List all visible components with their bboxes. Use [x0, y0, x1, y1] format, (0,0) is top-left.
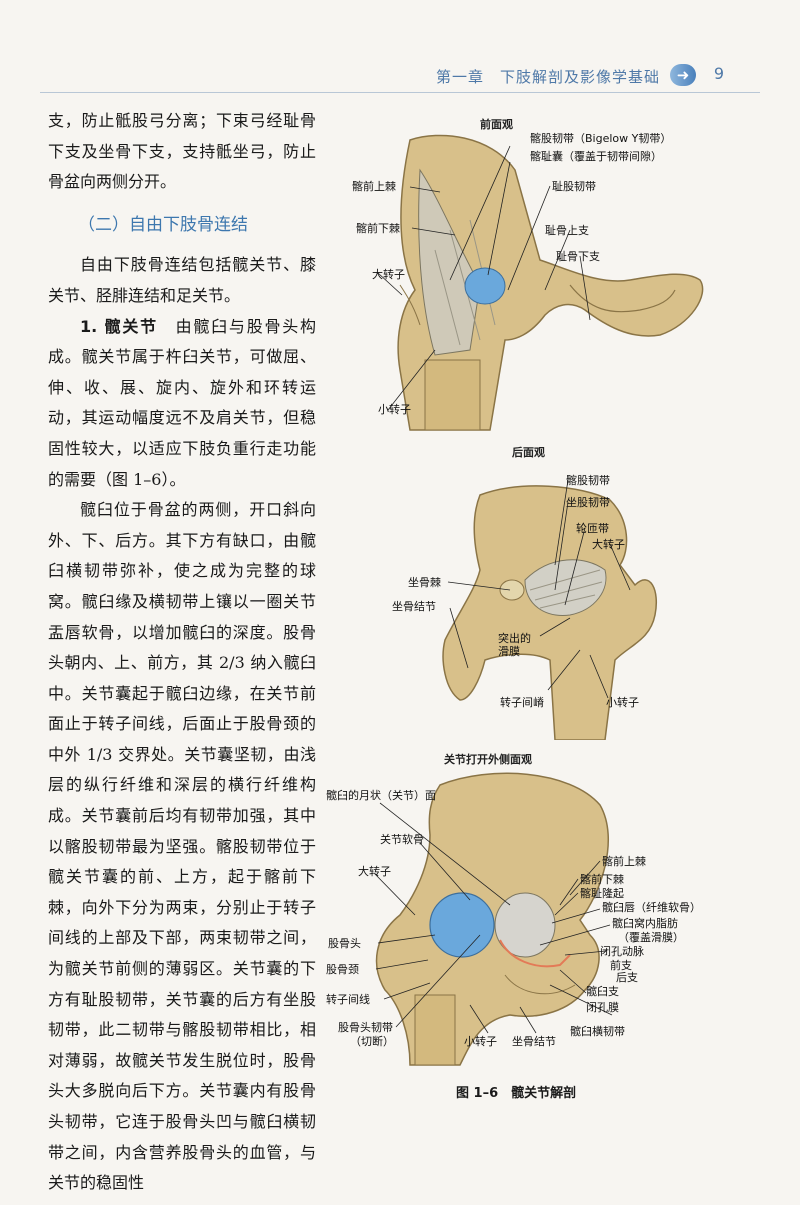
- label-acetabular-fat-pad-note: （覆盖滑膜）: [618, 931, 684, 944]
- anterior-hip-illustration: [377, 134, 704, 431]
- section-heading: （二）自由下肢骨连结: [78, 214, 248, 235]
- label-aiis-lateral: 髂前下棘: [580, 873, 624, 886]
- posterior-view-figure: 后面观 髂股韧带 坐股韧带 轮匝带 大转子 坐骨棘 坐骨结节 突出的 滑膜 转子…: [380, 440, 700, 740]
- label-asis-lateral: 髂前上棘: [602, 855, 646, 868]
- label-ischial-tuberosity-lateral: 坐骨结节: [512, 1035, 556, 1048]
- label-obturator-artery: 闭孔动脉: [600, 945, 644, 958]
- label-anterior-branch: 前支: [610, 959, 632, 972]
- arrow-right-icon: ➜: [670, 64, 696, 86]
- chapter-title: 第一章 下肢解剖及影像学基础: [435, 68, 660, 86]
- posterior-view-title: 后面观: [512, 446, 545, 459]
- posterior-hip-illustration: [442, 479, 657, 740]
- page-number: 9: [713, 64, 724, 83]
- label-ligament-of-head-cut: （切断）: [350, 1035, 394, 1048]
- label-ligament-of-head: 股骨头韧带: [338, 1021, 393, 1034]
- lateral-hip-illustration: [373, 772, 613, 1066]
- label-protruding-synovium: 突出的 滑膜: [498, 632, 531, 658]
- paragraph-3: 1. 髋关节 由髋臼与股骨头构成。髋关节属于杵臼关节，可做屈、伸、收、展、旋内、…: [48, 312, 316, 496]
- label-greater-trochanter-posterior: 大转子: [592, 538, 625, 551]
- label-acetabular-labrum: 髋臼唇（纤维软骨）: [602, 901, 701, 914]
- anterior-view-title: 前面观: [480, 118, 513, 131]
- header-divider: [40, 92, 760, 93]
- label-ischial-spine: 坐骨棘: [408, 576, 441, 589]
- label-asis: 髂前上棘: [352, 180, 396, 193]
- hip-joint-heading: 1. 髋关节: [80, 316, 158, 336]
- paragraph-3-body: 由髋臼与股骨头构成。髋关节属于杵臼关节，可做屈、伸、收、展、旋内、旋外和环转运动…: [48, 316, 316, 489]
- label-inferior-pubic-ramus: 耻骨下支: [556, 250, 600, 263]
- label-iliofemoral-ligament: 髂股韧带（Bigelow Y韧带）: [530, 132, 672, 145]
- label-acetabular-branch: 髋臼支: [586, 985, 619, 998]
- label-superior-pubic-ramus: 耻骨上支: [545, 224, 589, 237]
- label-zona-orbicularis: 轮匝带: [576, 522, 609, 535]
- label-femoral-neck: 股骨颈: [326, 963, 359, 976]
- label-femoral-head: 股骨头: [328, 937, 361, 950]
- label-intertrochanteric-line: 转子间线: [326, 993, 370, 1006]
- label-pubofemoral-ligament: 耻股韧带: [552, 180, 596, 193]
- label-lunate-surface: 髋臼的月状（关节）面: [326, 789, 436, 802]
- label-ischiofemoral-ligament: 坐股韧带: [566, 496, 610, 509]
- lateral-view-title: 关节打开外侧面观: [444, 753, 532, 766]
- running-header: 第一章 下肢解剖及影像学基础 ➜ 9: [0, 58, 800, 94]
- label-iliopubic-capsule: 髂耻囊（覆盖于韧带间隙）: [530, 150, 662, 163]
- body-text: 支，防止骶股弓分离；下束弓经耻骨下支及坐骨下支，支持骶坐弓，防止骨盆向两侧分开。…: [48, 106, 316, 1199]
- lateral-open-view-figure: 关节打开外侧面观 髋臼的月状（关节）面 关节软骨 大转子 髂前上棘 髂前下棘 髂…: [320, 745, 790, 1075]
- label-lesser-trochanter-posterior: 小转子: [606, 696, 639, 709]
- label-posterior-branch: 后支: [616, 971, 638, 984]
- label-iliopubic-eminence: 髂耻隆起: [580, 887, 624, 900]
- paragraph-4: 髋臼位于骨盆的两侧，开口斜向外、下、后方。其下方有缺口，由髋臼横韧带弥补，使之成…: [48, 500, 316, 1193]
- label-articular-cartilage: 关节软骨: [380, 833, 424, 846]
- paragraph-2: 自由下肢骨连结包括髋关节、膝关节、胫腓连结和足关节。: [48, 255, 316, 305]
- label-greater-trochanter: 大转子: [372, 268, 405, 281]
- label-aiis: 髂前下棘: [356, 222, 400, 235]
- label-ischial-tuberosity: 坐骨结节: [392, 600, 436, 613]
- label-obturator-membrane: 闭孔膜: [586, 1001, 619, 1014]
- figure-caption: 图 1–6 髋关节解剖: [456, 1086, 577, 1101]
- label-lesser-trochanter: 小转子: [378, 403, 411, 416]
- label-greater-trochanter-lateral: 大转子: [358, 865, 391, 878]
- label-transverse-acetabular-ligament: 髋臼横韧带: [570, 1025, 625, 1038]
- label-intertrochanteric-crest: 转子间嵴: [500, 696, 544, 709]
- label-acetabular-fat-pad: 髋臼窝内脂肪: [612, 917, 678, 930]
- anterior-view-figure: 前面观 髂股韧带（Bigelow Y韧带） 髂耻囊（覆盖于韧带间隙） 耻股韧带 …: [340, 110, 760, 440]
- label-lesser-trochanter-lateral: 小转子: [464, 1035, 497, 1048]
- label-iliofemoral-ligament-posterior: 髂股韧带: [566, 474, 610, 487]
- paragraph-1: 支，防止骶股弓分离；下束弓经耻骨下支及坐骨下支，支持骶坐弓，防止骨盆向两侧分开。: [48, 111, 316, 192]
